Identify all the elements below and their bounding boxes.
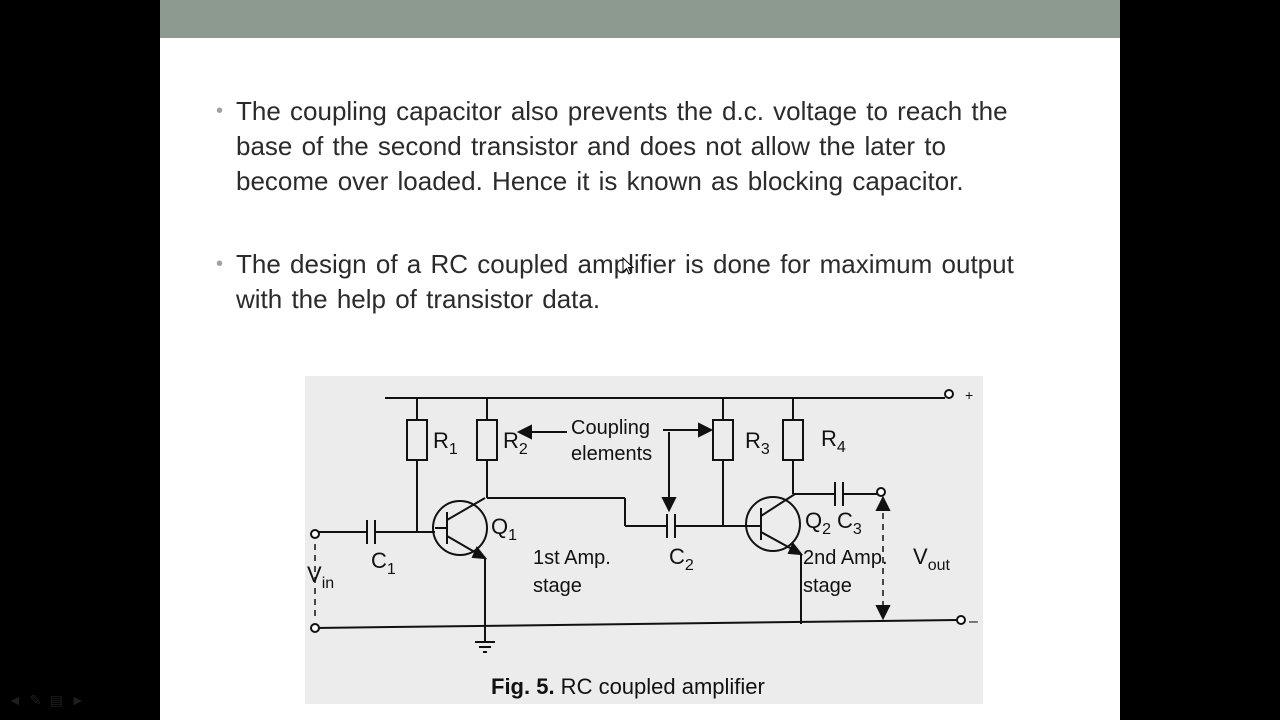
prev-arrow-icon[interactable]: ◄ [8, 692, 22, 708]
bullet-dot-icon: • [216, 253, 224, 275]
vin-top-terminal [310, 529, 320, 539]
figure-caption: Fig. 5. RC coupled amplifier [491, 674, 765, 699]
transistor-q2 [745, 496, 801, 552]
bullet-text: The coupling capacitor also prevents the… [236, 96, 1008, 196]
plus-terminal [944, 389, 954, 399]
bullet-dot-icon: • [216, 100, 224, 122]
stage2-label-line2: stage [803, 575, 852, 597]
slide: • The coupling capacitor also prevents t… [160, 0, 1120, 720]
r2-label: R2 [503, 428, 528, 458]
next-arrow-icon[interactable]: ► [70, 692, 85, 708]
vout-top-terminal [876, 487, 886, 497]
slide-top-bar [160, 0, 1120, 38]
c3-label: C3 [837, 508, 862, 538]
ground-rail [314, 619, 958, 629]
resistor-r4 [782, 419, 804, 461]
bullet-text: The design of a RC coupled amplifier is … [236, 249, 1014, 314]
c2-label: C2 [669, 544, 694, 574]
resistor-r3 [712, 419, 734, 461]
resistor-r2 [476, 419, 498, 461]
r4-label: R4 [821, 426, 846, 456]
mouse-cursor-icon [622, 257, 635, 275]
menu-icon[interactable]: ▤ [49, 692, 63, 708]
c1-label: C1 [371, 548, 396, 578]
bullet-list: • The coupling capacitor also prevents t… [216, 94, 1046, 317]
vout-label: Vout [913, 544, 950, 574]
slide-nav-controls: ◄ ✎ ▤ ► [8, 692, 85, 712]
pen-icon[interactable]: ✎ [29, 692, 42, 708]
bullet-item: • The design of a RC coupled amplifier i… [216, 247, 1046, 317]
vin-label: Vin [307, 562, 334, 592]
minus-label: – [969, 613, 978, 630]
minus-terminal [956, 615, 966, 625]
rc-amplifier-diagram: + – R1 R2 R3 R4 C1 C2 C3 Q1 Q2 Vin Vout … [307, 387, 978, 699]
stage1-label-line1: 1st Amp. [533, 547, 611, 569]
q1-label: Q1 [491, 514, 517, 544]
r1-label: R1 [433, 428, 458, 458]
coupling-label-line1: Coupling [571, 417, 650, 439]
plus-label: + [965, 387, 973, 403]
stage2-label-line1: 2nd Amp. [803, 547, 888, 569]
bullet-item: • The coupling capacitor also prevents t… [216, 94, 1046, 199]
vin-bottom-terminal [310, 623, 320, 633]
q2-label: Q2 [805, 508, 831, 538]
r3-label: R3 [745, 428, 770, 458]
resistor-r1 [406, 419, 428, 461]
coupling-label-line2: elements [571, 443, 652, 465]
circuit-figure: + – R1 R2 R3 R4 C1 C2 C3 Q1 Q2 Vin Vout … [305, 376, 983, 704]
transistor-q1 [432, 500, 488, 556]
stage1-label-line2: stage [533, 575, 582, 597]
